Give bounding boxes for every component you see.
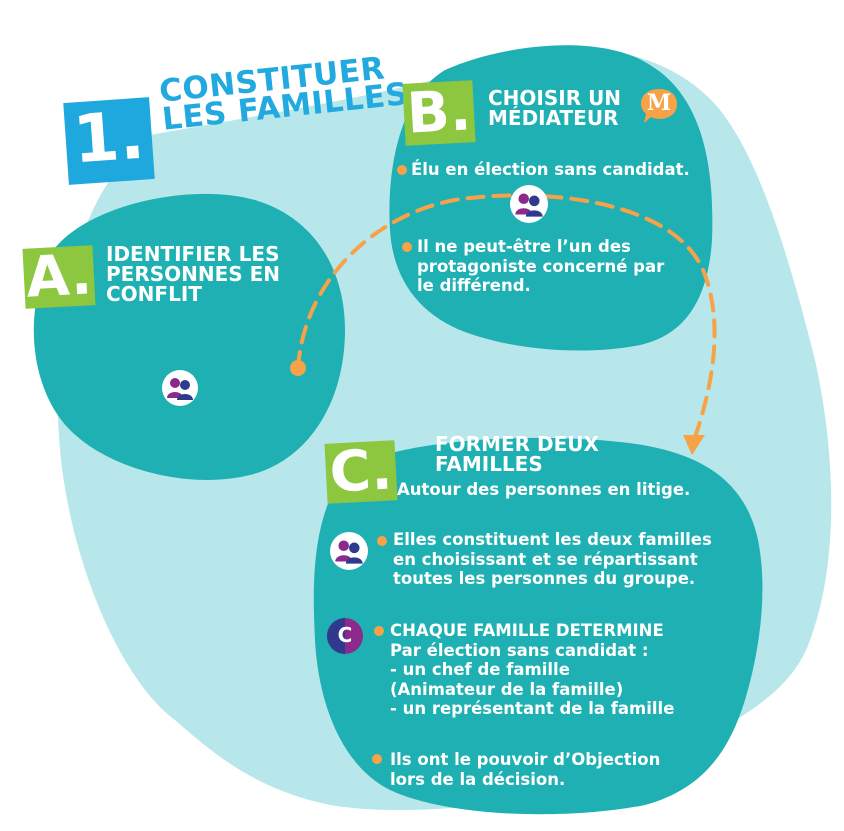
section-c-bullet-2: CHAQUE FAMILLE DETERMINE Par élection sa… [390,621,674,719]
bullet-dot [402,242,412,252]
section-b-letter: B. [405,78,473,147]
section-b-badge: B. [402,78,476,147]
section-b-bullet-2-line: Il ne peut-être l’un des [417,237,631,256]
section-b-heading-line: MÉDIATEUR [488,106,619,130]
section-c-bullet-1-line: en choisissant et se répartissant [393,549,698,569]
people-icon [510,185,548,223]
section-c-bullet-1: Elles constituent les deux familles en c… [393,530,712,589]
section-c-bullet-3: Ils ont le pouvoir d’Objection lors de l… [390,750,660,789]
section-c-bullet-2-line: Par élection sans candidat : [390,640,649,660]
arrow-head [683,435,705,455]
section-b-bullet-2-line: protagoniste concerné par [417,256,665,276]
step-number-badge: 1. [63,97,155,185]
section-c-bullet-1-line: Elles constituent les deux familles [393,530,712,549]
section-b-bullet-1-line: Élu en élection sans candidat. [411,160,690,179]
section-c-heading-line: FAMILLES [435,452,543,476]
family-chief-icon: C [326,617,364,655]
blob-a [33,193,346,480]
people-icon [162,370,198,406]
section-a-heading-line: IDENTIFIER LES [106,242,280,266]
section-b-heading-line: CHOISIR UN [488,86,622,110]
blob-c [313,437,763,815]
section-c-bullet-2-line: - un représentant de la famille [390,699,675,718]
section-c-bullet-2-line: (Animateur de la famille) [390,679,624,699]
mediator-m-letter: M [646,90,672,116]
bullet-dot [397,165,407,175]
section-a-badge: A. [22,242,96,311]
bullet-dot [372,754,382,764]
section-c-bullet-2-line: - un chef de famille [390,660,570,679]
section-b-bullet-2: Il ne peut-être l’un des protagoniste co… [417,237,664,296]
section-c-letter: C. [328,437,394,506]
bullet-dot [377,536,387,546]
family-chief-letter: C [337,623,353,647]
section-b-heading: CHOISIR UN MÉDIATEUR [488,88,621,128]
section-c-subtitle: Autour des personnes en litige. [397,480,691,499]
section-b-bullet-2-line: le différend. [417,276,531,295]
section-a-heading-line: CONFLIT [106,282,202,306]
step-number: 1. [70,96,147,179]
people-icon [330,532,368,570]
section-b-bullet-1: Élu en élection sans candidat. [411,160,690,180]
section-c-bullet-3-line: Ils ont le pouvoir d’Objection [390,750,661,769]
connector-start-dot [290,360,306,376]
section-c-bullet-1-line: toutes les personnes du groupe. [393,569,696,588]
section-a-heading: IDENTIFIER LES PERSONNES EN CONFLIT [106,244,280,304]
section-c-badge: C. [324,437,398,506]
section-c-heading: FORMER DEUX FAMILLES [435,434,599,474]
section-c-bullet-2-line: CHAQUE FAMILLE DETERMINE [390,621,664,640]
section-c-heading-line: FORMER DEUX [435,432,599,456]
bullet-dot [374,626,384,636]
section-a-heading-line: PERSONNES EN [106,262,281,286]
dashed-arrow-path [296,193,717,445]
section-a-letter: A. [24,242,94,311]
mediator-m-icon: M [639,87,679,125]
section-c-bullet-3-line: lors de la décision. [390,769,566,789]
